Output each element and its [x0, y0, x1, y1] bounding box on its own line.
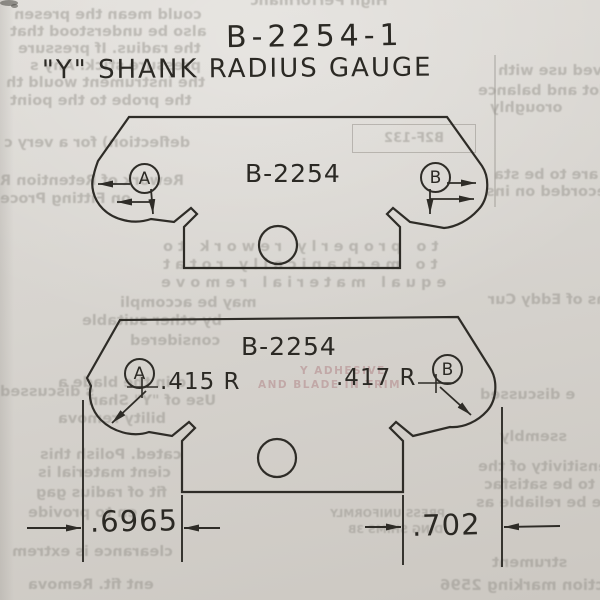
dimension-lines	[27, 400, 561, 567]
pilot-hole-top	[257, 224, 299, 266]
drawing-top-label: B-2254	[245, 159, 341, 188]
balloon-b-top-letter: B	[429, 167, 442, 188]
width-dimension-left: .6965	[89, 503, 179, 539]
balloon-a-bottom-letter: A	[133, 363, 146, 384]
stamp-text-fragment: Y ADHESIVE	[300, 365, 386, 377]
radius-b-dimension: .417 R	[336, 365, 417, 391]
leader-arrows-top	[98, 179, 476, 215]
page-title-part-number: B-2254-1	[225, 17, 404, 56]
gauge-outline-bottom	[85, 315, 497, 494]
scan-edge-smudge	[11, 4, 18, 8]
gauge-outline-top	[91, 115, 489, 270]
pilot-hole-bottom	[256, 437, 298, 479]
page-subtitle-gauge-name: "Y" SHANK RADIUS GAUGE	[41, 52, 433, 86]
ghost-column-rule	[494, 55, 496, 207]
balloon-b-bottom: B	[432, 354, 463, 385]
drawing-bottom-label: B-2254	[241, 332, 337, 361]
balloon-a-top-letter: A	[138, 168, 151, 189]
balloon-b-top: B	[420, 162, 451, 193]
balloon-a-bottom: A	[124, 358, 155, 389]
width-dimension-right: .702	[411, 507, 481, 543]
scan-edge-smudge	[0, 0, 18, 6]
balloon-b-bottom-letter: B	[441, 359, 454, 380]
stamp-text-fragment: AND BLADE IN TRIM	[258, 379, 402, 391]
balloon-a-top: A	[129, 163, 160, 194]
radius-a-dimension: .415 R	[160, 369, 241, 395]
ghost-table-box: B2F-132	[352, 124, 476, 153]
